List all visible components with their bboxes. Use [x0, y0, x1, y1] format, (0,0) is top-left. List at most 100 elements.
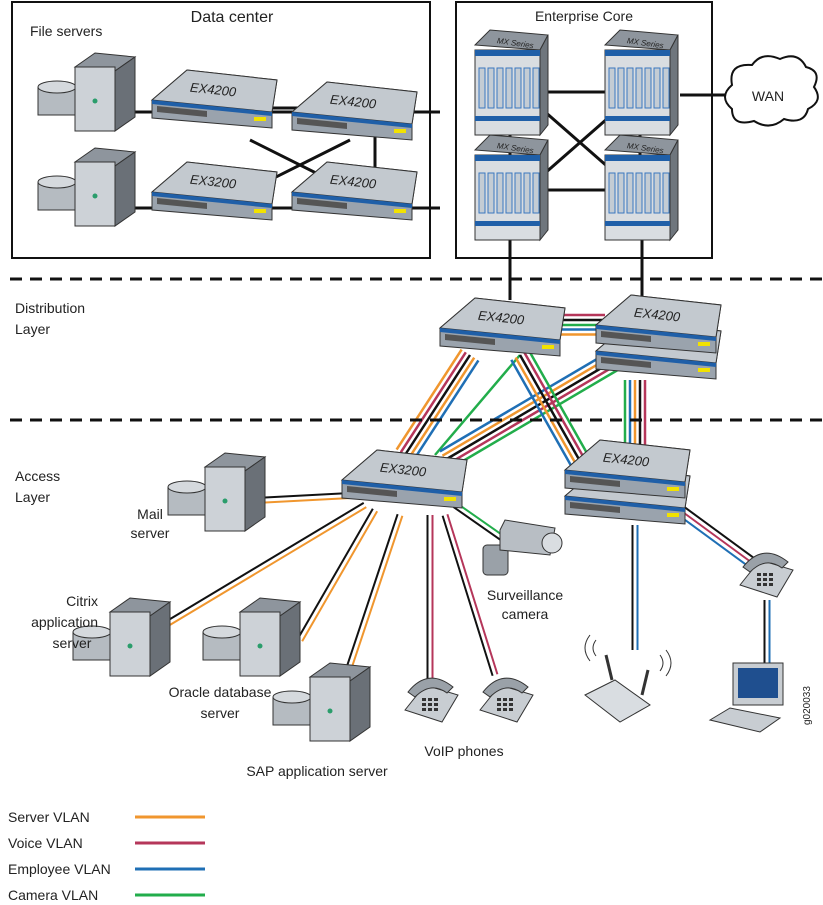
switch-model-label: EX3200: [189, 172, 237, 192]
router-stripe: [475, 221, 540, 226]
keypad-key: [422, 703, 426, 706]
link: [527, 349, 595, 466]
file-servers-label: File servers: [30, 23, 102, 39]
port-bank: [601, 331, 651, 342]
keypad-key: [763, 578, 767, 581]
oracle-server: [202, 597, 302, 677]
link: [434, 354, 521, 456]
power-led: [92, 193, 98, 199]
keypad-key: [428, 698, 432, 701]
line-card: [514, 172, 522, 214]
link: [510, 359, 578, 476]
line-card: [608, 172, 616, 214]
data-center-title: Data center: [191, 9, 274, 26]
link: [399, 351, 467, 453]
endpoint-labels: Mail server Citrix application server Or…: [31, 506, 813, 779]
switch-model-label: EX4200: [329, 92, 377, 112]
port-bank: [157, 106, 207, 117]
status-led: [667, 487, 679, 491]
wifi-signal-icon: [584, 634, 597, 662]
switch-stripe: [152, 192, 272, 208]
line-card: [662, 67, 670, 109]
power-led: [92, 98, 98, 104]
camera-label: Surveillance: [487, 587, 563, 603]
status-led: [667, 513, 679, 517]
enterprise-core-box: [455, 1, 713, 259]
citrix-label-2: application: [31, 614, 98, 630]
keypad-key: [434, 698, 438, 701]
oracle-label: Oracle database: [169, 684, 272, 700]
line-card: [505, 172, 513, 214]
link: [346, 515, 404, 682]
oracle-label-2: server: [201, 705, 240, 721]
link: [455, 502, 508, 539]
legend: Server VLAN Voice VLAN Employee VLAN Cam…: [8, 809, 205, 903]
line-card: [617, 67, 625, 109]
keypad-key: [422, 708, 426, 711]
switch-stripe: [292, 192, 412, 208]
switch-stripe: [440, 328, 560, 344]
phone-handset: [742, 552, 789, 573]
voip-phone-2: [479, 677, 534, 723]
link: [163, 501, 365, 624]
switch-model-label: EX4200: [189, 80, 237, 100]
dc-switch-ex4200-1: EX4200: [150, 69, 278, 129]
voip-phone-1: [404, 677, 459, 723]
link: [412, 359, 480, 462]
port-bank: [445, 334, 495, 345]
line-card: [635, 172, 643, 214]
link: [518, 354, 587, 471]
port-bank: [297, 198, 347, 209]
wireless-access-point: [584, 634, 672, 723]
link: [444, 358, 616, 462]
distribution-label-2: Layer: [15, 321, 50, 337]
router-stripe: [605, 50, 670, 56]
monitor-screen: [738, 668, 778, 698]
line-card: [478, 172, 486, 214]
port-bank: [570, 501, 620, 513]
wan-cloud: WAN: [724, 55, 819, 127]
keypad-key: [497, 703, 501, 706]
status-led: [394, 209, 406, 213]
disk-top: [202, 625, 242, 639]
file-server-1: [37, 52, 137, 132]
keypad-key: [422, 698, 426, 701]
links: [130, 88, 771, 682]
switch-model-label: EX3200: [379, 460, 427, 480]
link: [296, 508, 374, 640]
switch-stripe: [565, 496, 685, 512]
disk-top: [272, 690, 312, 704]
dc-switch-ex4200-3: EX4200: [290, 161, 418, 221]
dc-switch-ex4200-2: EX4200: [290, 81, 418, 141]
router-side: [669, 139, 679, 242]
switch-stripe: [152, 100, 272, 116]
dist-switch-ex4200-1: EX4200: [438, 297, 566, 357]
camera-mount: [482, 544, 509, 576]
status-led: [394, 129, 406, 133]
power-led: [327, 708, 333, 714]
line-card: [653, 67, 661, 109]
figure-id: g020033: [802, 686, 813, 725]
citrix-label-3: server: [53, 635, 92, 651]
line-card: [635, 67, 643, 109]
port-bank: [297, 118, 347, 129]
router-stripe: [475, 50, 540, 56]
port-bank: [347, 486, 397, 497]
dist-switch-ex4200-2: EX4200: [594, 294, 722, 380]
mx-router-1: MX Series: [473, 29, 549, 137]
mx-router-2: MX Series: [603, 29, 679, 137]
line-card: [487, 172, 495, 214]
line-card: [644, 67, 652, 109]
line-card: [626, 172, 634, 214]
line-card: [523, 67, 531, 109]
line-card: [523, 172, 531, 214]
keypad-key: [503, 708, 507, 711]
line-card: [487, 67, 495, 109]
link: [441, 515, 494, 677]
router-side: [669, 34, 679, 137]
link: [408, 357, 476, 459]
switch-model-label: EX4200: [633, 305, 681, 325]
ap-antenna: [640, 669, 650, 696]
camera-label-2: camera: [502, 606, 549, 622]
keypad-key: [428, 708, 432, 711]
